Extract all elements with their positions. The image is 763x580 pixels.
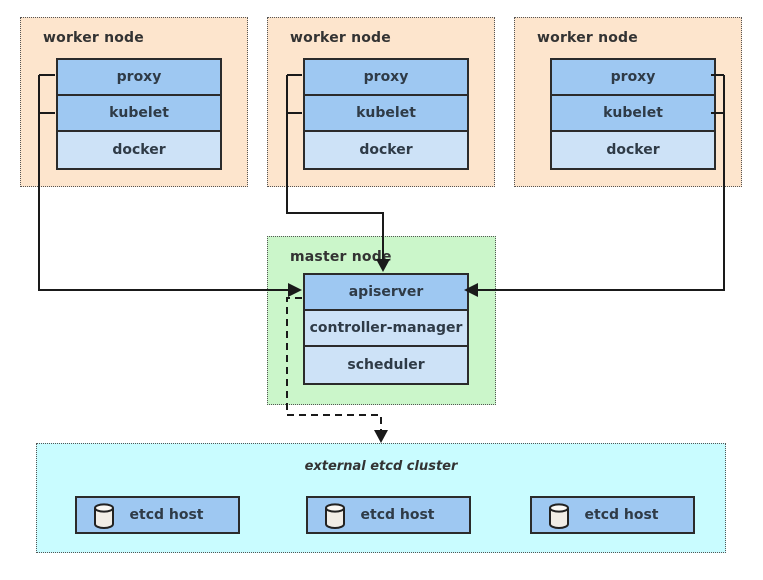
external-etcd-cluster: external etcd cluster etcd host etcd hos… <box>36 443 726 553</box>
etcd-host-label: etcd host <box>584 507 659 523</box>
controller-manager-box: controller-manager <box>305 311 467 347</box>
docker-box: docker <box>552 132 714 168</box>
proxy-box: proxy <box>305 60 467 96</box>
etcd-host-label: etcd host <box>129 507 204 523</box>
etcd-host-1: etcd host <box>75 496 240 534</box>
etcd-host-3: etcd host <box>530 496 695 534</box>
database-icon <box>93 503 115 529</box>
master-node: master node apiserver controller-manager… <box>267 236 496 405</box>
worker-node-3-label: worker node <box>537 30 638 46</box>
database-icon <box>548 503 570 529</box>
kubelet-box: kubelet <box>305 96 467 132</box>
worker-node-3: worker node proxy kubelet docker <box>514 17 742 187</box>
worker-node-2-label: worker node <box>290 30 391 46</box>
docker-box: docker <box>58 132 220 168</box>
kubelet-box: kubelet <box>58 96 220 132</box>
scheduler-box: scheduler <box>305 347 467 383</box>
etcd-host-2: etcd host <box>306 496 471 534</box>
etcd-cluster-label: external etcd cluster <box>304 459 458 474</box>
etcd-host-label: etcd host <box>360 507 435 523</box>
master-node-label: master node <box>290 249 392 265</box>
proxy-box: proxy <box>552 60 714 96</box>
worker-node-2-components: proxy kubelet docker <box>303 58 469 170</box>
worker-node-1-components: proxy kubelet docker <box>56 58 222 170</box>
master-node-components: apiserver controller-manager scheduler <box>303 273 469 385</box>
worker-node-3-components: proxy kubelet docker <box>550 58 716 170</box>
kubelet-box: kubelet <box>552 96 714 132</box>
proxy-box: proxy <box>58 60 220 96</box>
worker-node-1-label: worker node <box>43 30 144 46</box>
docker-box: docker <box>305 132 467 168</box>
database-icon <box>324 503 346 529</box>
worker-node-2: worker node proxy kubelet docker <box>267 17 495 187</box>
worker-node-1: worker node proxy kubelet docker <box>20 17 248 187</box>
apiserver-box: apiserver <box>305 275 467 311</box>
